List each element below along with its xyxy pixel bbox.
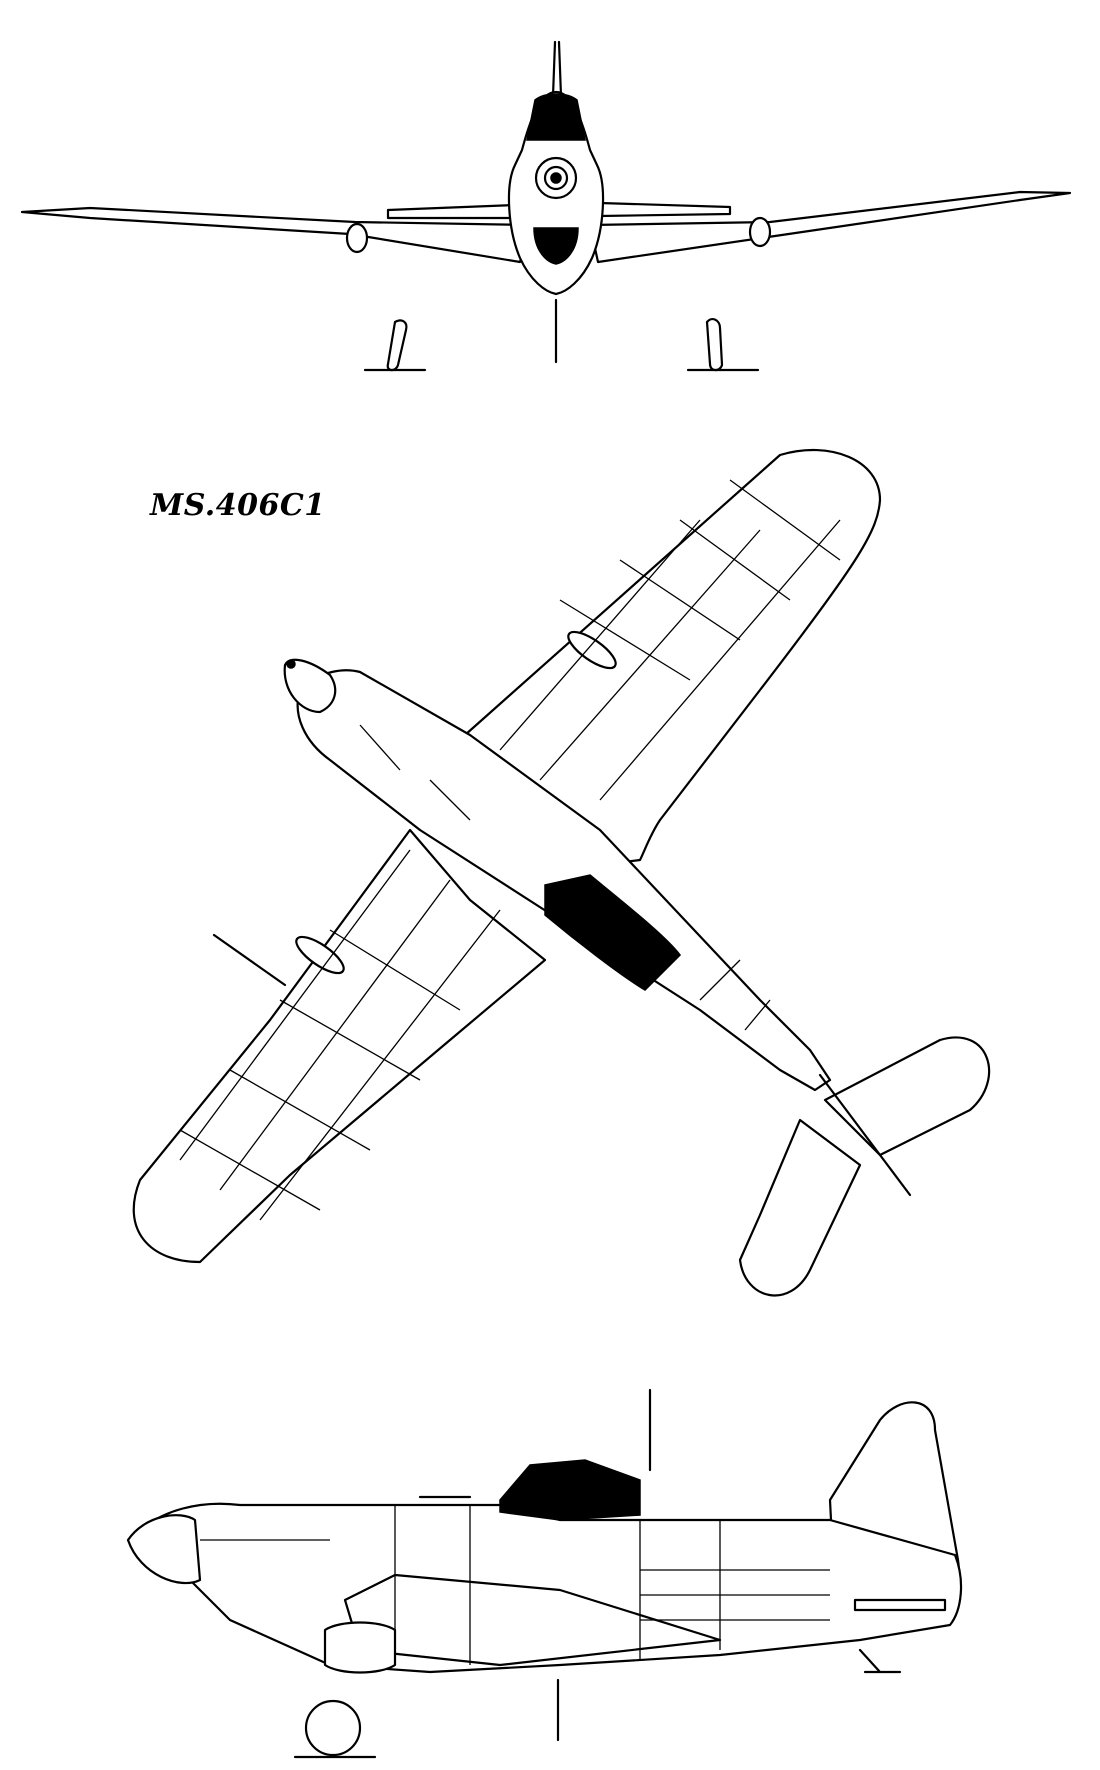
front-spinner-hub [550,172,562,184]
front-left-tailplane [386,203,517,220]
plan-right-gun-pod [567,630,617,670]
plan-right-wing [463,448,882,872]
front-right-tailplane [598,201,732,218]
side-main-wheel [304,1699,362,1757]
side-spinner [126,1514,202,1585]
front-right-wing [588,190,1072,264]
plan-view [132,448,991,1297]
plan-left-gun-pod [295,935,345,975]
plan-left-tailplane [738,1118,862,1297]
front-left-wing-fairing [345,222,369,254]
front-canopy [526,93,586,141]
plan-fuselage-panels [359,724,771,1031]
front-left-wing [20,206,532,264]
side-tailplane [853,1598,947,1612]
side-tail-wheel [858,1648,902,1674]
side-panel-lines [200,1505,830,1665]
plan-left-wing [132,828,547,1264]
front-view [20,40,1072,372]
front-radiator [533,227,579,265]
front-right-wheel [705,318,724,372]
plan-right-wing-panels [499,479,841,801]
plan-right-tailplane [823,1036,991,1157]
front-left-wheel [386,319,408,372]
aircraft-designation-label: MS.406C1 [150,488,326,523]
side-view [126,1388,963,1759]
side-radiator [323,1621,397,1674]
plan-canopy [544,874,681,991]
plan-left-wing-panels [179,849,501,1221]
plan-antenna [212,933,287,987]
plan-spinner-tip [286,659,296,669]
front-right-wing-fairing [748,216,772,248]
plan-spinner [283,658,337,714]
plan-rudder [818,1073,912,1197]
side-canopy [499,1459,641,1521]
